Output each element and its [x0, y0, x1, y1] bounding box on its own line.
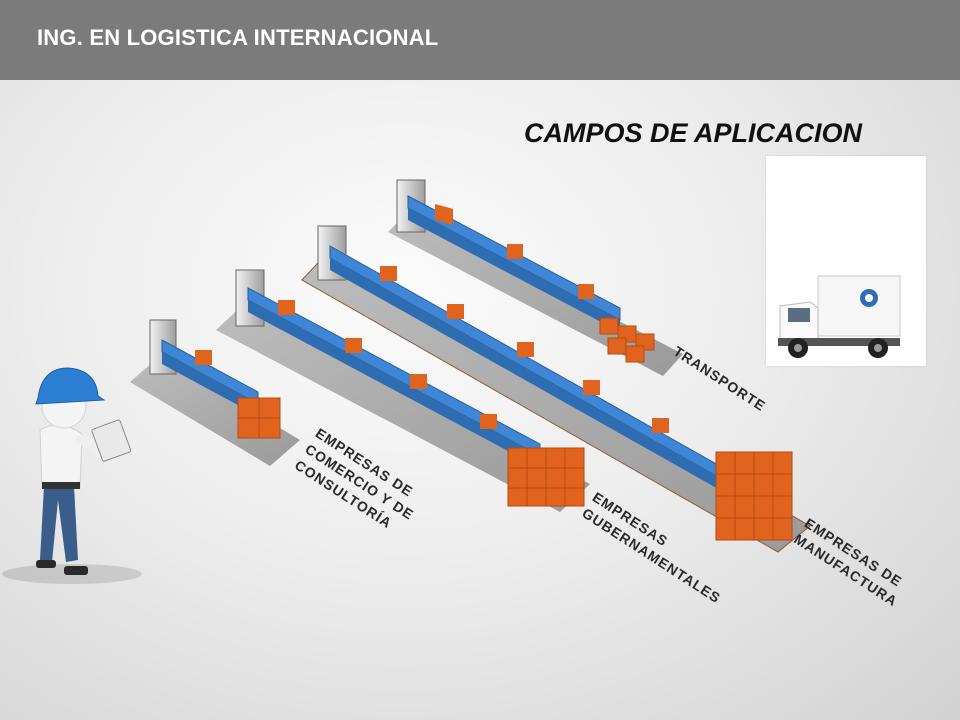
worker-figure-icon [2, 367, 142, 584]
page-title: ING. EN LOGISTICA INTERNACIONAL [37, 25, 439, 50]
box-stack-icon [507, 447, 585, 507]
header-bar: ING. EN LOGISTICA INTERNACIONAL [0, 0, 960, 80]
box-stack-icon [715, 451, 793, 541]
box-stack-icon [237, 397, 281, 439]
conveyor-line-transporte [388, 179, 683, 376]
box-stack-icon [599, 317, 655, 363]
section-title: CAMPOS DE APLICACION [524, 118, 863, 148]
conveyor-line-gubernamentales [216, 269, 590, 512]
conveyor-line-comercio [130, 319, 300, 466]
transport-photo [766, 156, 926, 366]
delivery-truck-icon [778, 275, 901, 358]
conveyor-line-manufactura [301, 225, 811, 553]
